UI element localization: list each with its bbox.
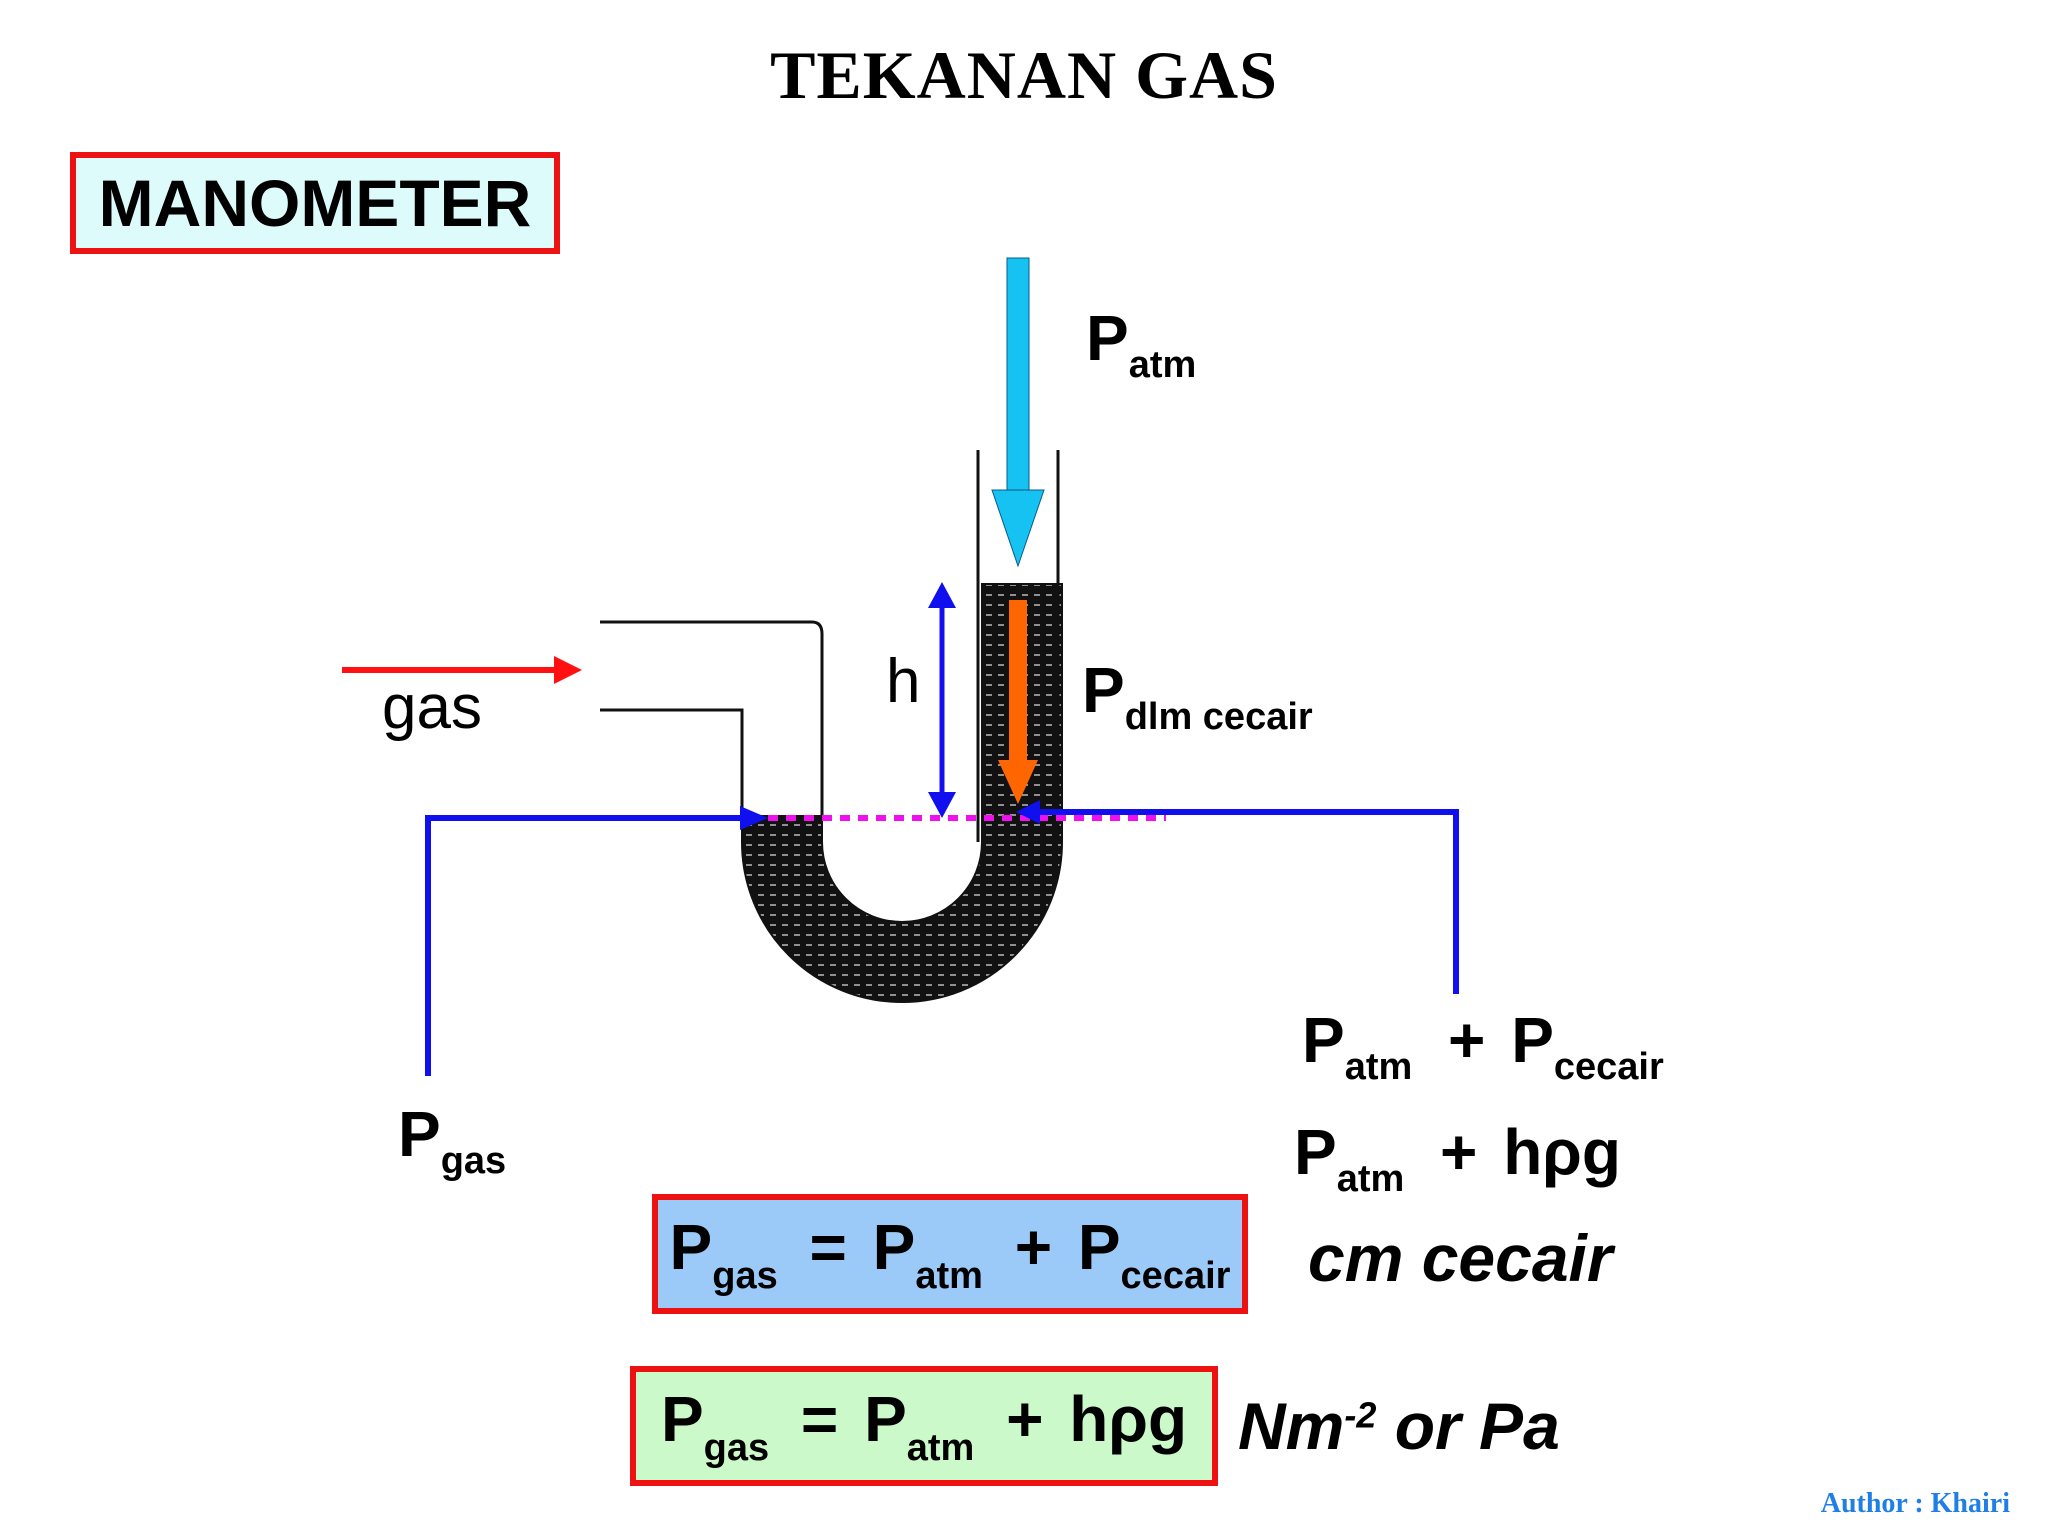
unit-cm-cecair: cm cecair	[1308, 1221, 1613, 1295]
page-title: TEKANAN GAS	[770, 37, 1278, 113]
manometer-liquid	[741, 583, 1063, 1003]
equation-box-2: Pgas = Patm + hρg	[630, 1366, 1218, 1486]
gas-label: gas	[382, 673, 482, 742]
gas-inflow-arrow	[554, 656, 582, 684]
p-gas-label: Pgas	[398, 1098, 507, 1183]
height-arrow-bottom	[928, 792, 956, 818]
height-arrow-top	[928, 582, 956, 608]
p-atm-plus-p-cecair: Patm + Pcecair	[1302, 1004, 1664, 1089]
unit-nm-pa: Nm-2 or Pa	[1238, 1389, 1560, 1463]
inlet-pipe-bottom	[600, 708, 744, 816]
inlet-pipe-top	[600, 620, 824, 816]
manometer-label-box: MANOMETER	[70, 152, 560, 254]
p-atm-plus-hpg: Patm + hρg	[1294, 1116, 1621, 1201]
height-label: h	[886, 647, 921, 716]
atm-plus-liquid-connector	[1036, 809, 1459, 994]
atm-pressure-arrow	[991, 489, 1045, 568]
equation-box-1: Pgas = Patm + Pcecair	[652, 1194, 1248, 1314]
equation-2: Pgas = Patm + hρg	[660, 1383, 1188, 1469]
author-credit: Author : Khairi	[1820, 1488, 2010, 1519]
liquid-pressure-arrow	[998, 760, 1038, 804]
p-liquid-label: Pdlm cecair	[1082, 654, 1313, 739]
manometer-label: MANOMETER	[98, 166, 532, 240]
gas-pressure-connector	[425, 815, 740, 1076]
p-atm-label: Patm	[1086, 302, 1197, 387]
equation-1: Pgas = Patm + Pcecair	[669, 1211, 1231, 1297]
